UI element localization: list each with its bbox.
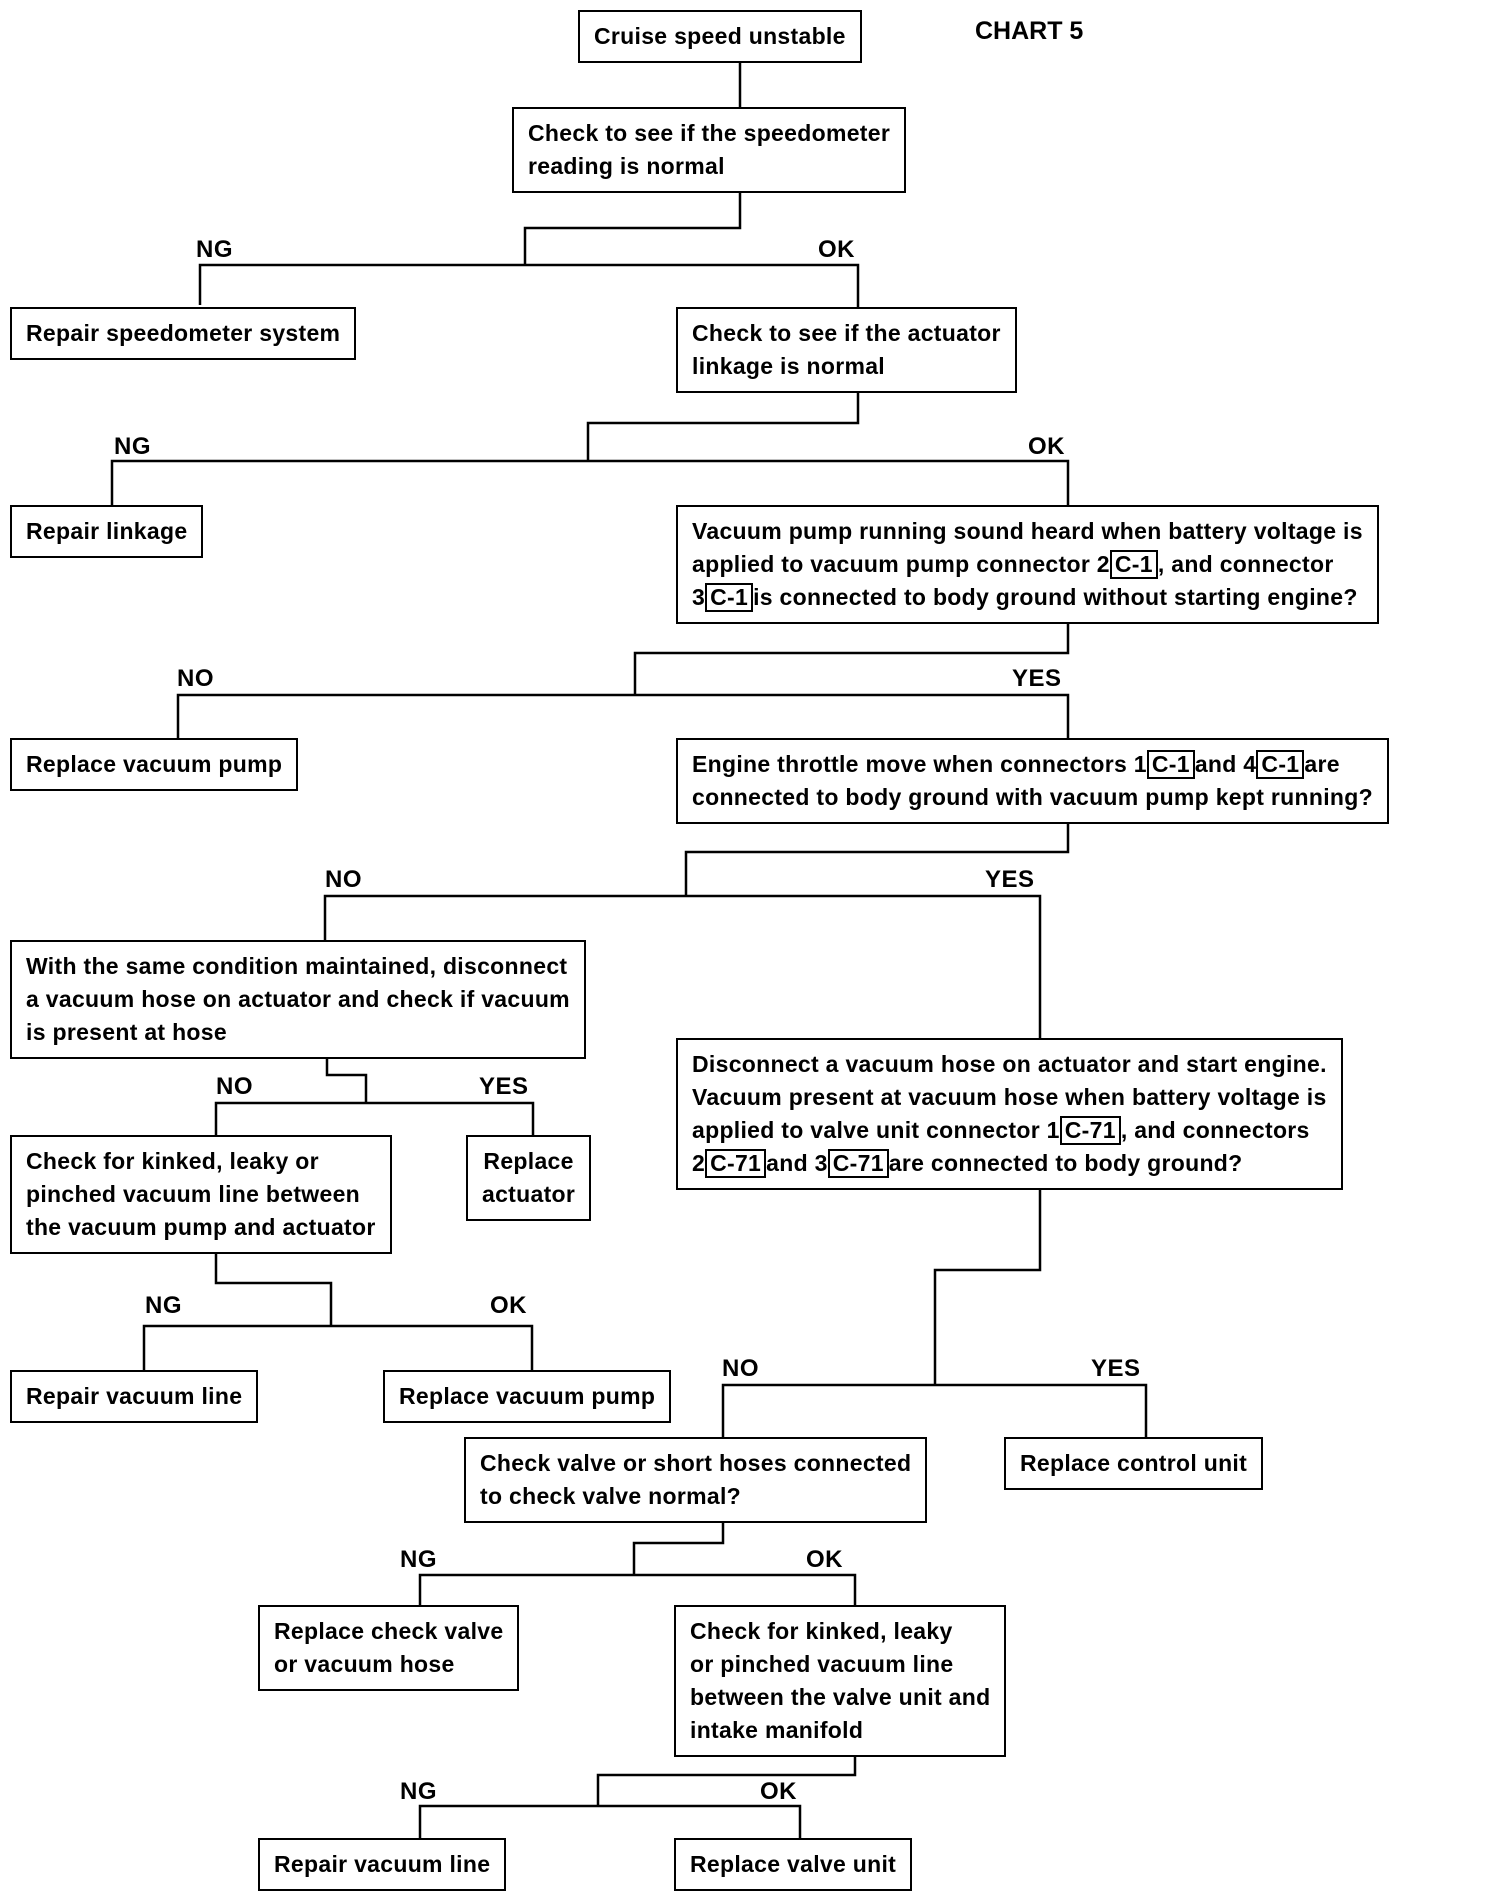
label-no: NO [177, 665, 214, 692]
label-ok: OK [818, 236, 855, 263]
node-cruise-speed-unstable: Cruise speed unstable [578, 10, 862, 63]
node-repair-vacuum-line: Repair vacuum line [10, 1370, 259, 1423]
connector [110, 459, 1070, 505]
label-yes: YES [1012, 665, 1062, 692]
connector [176, 693, 1070, 738]
connector [142, 1324, 534, 1370]
node-repair-speedometer: Repair speedometer system [10, 307, 357, 360]
label-no: NO [722, 1355, 759, 1382]
node-pump-sound-check: Vacuum pump running sound heard when bat… [676, 505, 1379, 624]
connector-tag: C-71 [1059, 1116, 1121, 1145]
label-yes: YES [1091, 1355, 1141, 1382]
node-replace-valve-unit: Replace valve unit [674, 1838, 913, 1891]
connector [523, 190, 742, 265]
connector [684, 820, 1070, 896]
label-yes: YES [479, 1073, 529, 1100]
connector [933, 1183, 1042, 1385]
label-yes: YES [985, 866, 1035, 893]
node-disconnect-hose-check: Disconnect a vacuum hose on actuator and… [676, 1038, 1343, 1190]
connector [586, 390, 860, 461]
label-no: NO [216, 1073, 253, 1100]
connector [418, 1573, 857, 1605]
label-ng: NG [400, 1546, 437, 1573]
connector [325, 1050, 368, 1103]
label-ng: NG [400, 1778, 437, 1805]
connector-tag: C-1 [1256, 750, 1305, 779]
node-same-condition-check: With the same condition maintained, disc… [10, 940, 586, 1059]
connector [418, 1804, 802, 1838]
label-ng: NG [196, 236, 233, 263]
label-no: NO [325, 866, 362, 893]
node-replace-vacuum-pump: Replace vacuum pump [383, 1370, 672, 1423]
label-ok: OK [760, 1778, 797, 1805]
connector [632, 1520, 725, 1575]
label-ok: OK [1028, 433, 1065, 460]
connector [198, 263, 860, 307]
label-ng: NG [145, 1292, 182, 1319]
connector [596, 1750, 857, 1806]
node-replace-control-unit: Replace control unit [1004, 1437, 1264, 1490]
node-repair-linkage: Repair linkage [10, 505, 204, 558]
label-ok: OK [806, 1546, 843, 1573]
label-ng: NG [114, 433, 151, 460]
label-ok: OK [490, 1292, 527, 1319]
connector-tag: C-1 [705, 583, 754, 612]
connector [721, 1383, 1148, 1437]
node-repair-vacuum-line: Repair vacuum line [258, 1838, 507, 1891]
connector-tag: C-71 [827, 1149, 889, 1178]
chart-title: CHART 5 [975, 17, 1084, 45]
connector-tag: C-1 [1146, 750, 1195, 779]
connector [214, 1250, 333, 1326]
connector-tag: C-1 [1109, 550, 1158, 579]
connector [633, 619, 1070, 695]
connector-tag: C-71 [705, 1149, 767, 1178]
node-replace-vacuum-pump: Replace vacuum pump [10, 738, 299, 791]
connector [323, 894, 1042, 1038]
connector [214, 1101, 535, 1135]
